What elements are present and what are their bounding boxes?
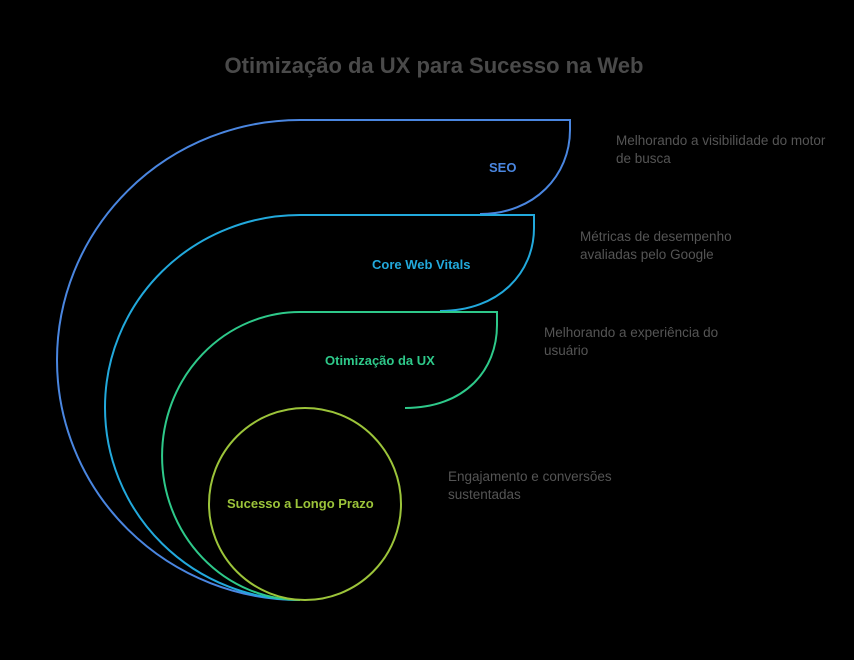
layer-label-seo: SEO <box>489 160 517 175</box>
layer-shape-seo <box>56 119 571 601</box>
diagram-title: Otimização da UX para Sucesso na Web <box>224 53 644 78</box>
layer-label-success: Sucesso a Longo Prazo <box>227 496 374 511</box>
layer-shape-success <box>208 407 402 601</box>
layer-label-ux: Otimização da UX <box>325 353 435 368</box>
layer-label-core-web-vitals: Core Web Vitals <box>372 257 471 272</box>
layer-description-core-web-vitals: Métricas de desempenho avaliadas pelo Go… <box>580 229 732 262</box>
layer-description-ux: Melhorando a experiência do usuário <box>544 325 719 358</box>
layer-description-success: Engajamento e conversões sustentadas <box>448 469 612 502</box>
layer-description-seo: Melhorando a visibilidade do motor de bu… <box>616 133 826 166</box>
